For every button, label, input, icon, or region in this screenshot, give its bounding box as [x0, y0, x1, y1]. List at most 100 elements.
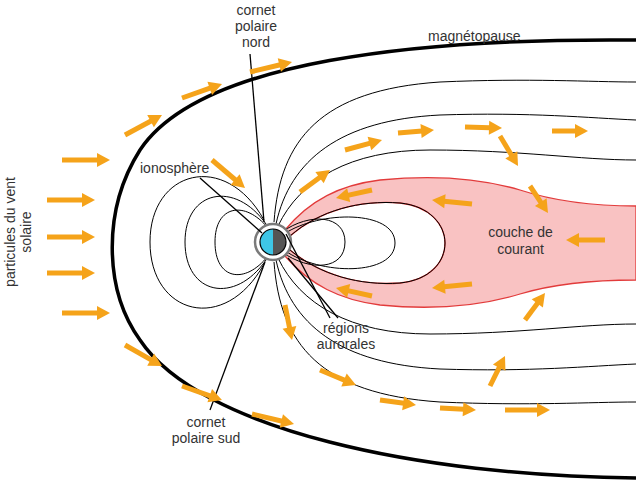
flow-arrow — [398, 124, 434, 138]
earth-outline — [260, 229, 286, 255]
arrow-head — [280, 414, 294, 428]
arrow-head — [432, 280, 446, 294]
arrow-head — [489, 121, 502, 135]
flow-arrow — [432, 280, 472, 294]
arrow-head — [207, 389, 222, 402]
field-line — [276, 114, 636, 224]
arrow-head — [147, 115, 162, 127]
flow-arrow — [47, 230, 95, 244]
particle-arrows — [47, 58, 605, 428]
field-lines — [150, 80, 636, 404]
flow-arrow — [465, 121, 502, 135]
arrow-head — [575, 124, 588, 138]
arrow-head — [97, 306, 110, 320]
flow-arrow — [47, 266, 95, 280]
flow-arrow — [182, 386, 222, 402]
flow-arrow — [125, 115, 162, 135]
arrow-head — [283, 326, 297, 340]
leader-line — [288, 258, 338, 318]
arrow-head — [432, 194, 446, 208]
arrow-head — [368, 137, 382, 151]
leader-lines — [200, 54, 338, 410]
flow-arrow — [552, 124, 588, 138]
arrow-shaft — [380, 400, 404, 403]
arrow-head — [82, 193, 95, 207]
arrow-shaft — [47, 198, 83, 203]
arrow-shaft — [398, 131, 422, 133]
arrow-head — [278, 58, 292, 72]
aurora-label: régions aurorales — [304, 320, 388, 352]
flow-arrow — [432, 194, 472, 208]
field-line — [274, 80, 636, 222]
ionosphere-ring — [255, 224, 291, 260]
arrow-shaft — [252, 414, 282, 421]
leader-line — [250, 54, 264, 222]
arrow-head — [336, 188, 350, 202]
arrow-shaft — [182, 386, 211, 396]
arrow-head — [420, 124, 434, 138]
flow-arrow — [47, 193, 95, 207]
flow-arrow — [566, 233, 605, 247]
flow-arrow — [125, 345, 162, 366]
flow-arrow — [252, 414, 294, 428]
field-line — [150, 177, 264, 309]
flow-arrow — [212, 160, 245, 188]
arrow-shaft — [300, 177, 320, 192]
flow-arrow — [380, 396, 416, 410]
flow-arrow — [525, 293, 545, 320]
arrow-shaft — [320, 370, 345, 380]
flow-arrow — [300, 170, 330, 192]
flow-arrow — [182, 82, 222, 98]
arrow-shaft — [125, 121, 151, 135]
band-shape — [285, 178, 636, 307]
flow-arrow — [320, 370, 356, 386]
arrow-head — [535, 198, 548, 213]
arrow-head — [537, 403, 550, 417]
arrow-head — [402, 396, 416, 410]
leader-line — [286, 234, 330, 318]
flow-arrow — [345, 137, 382, 151]
field-line — [290, 202, 445, 283]
band-label: couche de courant — [478, 224, 563, 258]
arrow-shaft — [505, 408, 538, 413]
arrow-shaft — [552, 129, 576, 134]
arrow-head — [315, 170, 330, 183]
arrow-shaft — [250, 65, 280, 72]
flow-arrow — [505, 403, 550, 417]
field-line — [278, 150, 636, 226]
layer-label: ionosphère — [140, 160, 230, 176]
magnetopause-boundary — [112, 40, 636, 478]
arrow-shaft — [285, 305, 290, 328]
flow-arrow — [500, 136, 518, 166]
arrow-shaft — [444, 284, 472, 287]
field-line — [276, 260, 636, 370]
arrow-shaft — [500, 136, 512, 156]
flow-arrow — [62, 306, 110, 320]
arrow-head — [493, 356, 506, 371]
arrow-head — [82, 230, 95, 244]
arrow-head — [341, 374, 356, 387]
arrow-head — [207, 82, 222, 95]
arrow-shaft — [525, 303, 538, 320]
arrow-shaft — [47, 271, 83, 276]
arrow-shaft — [440, 408, 464, 409]
arrow-shaft — [345, 143, 370, 150]
wind-label: particules du vent solaire — [2, 172, 34, 292]
arrow-shaft — [465, 125, 490, 131]
flow-arrow — [336, 188, 372, 202]
arrow-shaft — [578, 238, 605, 243]
leader-line — [210, 262, 265, 410]
arrow-shaft — [62, 311, 98, 316]
arrow-shaft — [125, 345, 152, 360]
field-line — [274, 262, 636, 404]
flow-arrow — [440, 402, 476, 416]
arrow-head — [231, 174, 245, 188]
earth-symbol — [255, 224, 291, 260]
night-side — [273, 229, 286, 255]
arrow-head — [505, 151, 518, 166]
flow-arrow — [250, 58, 292, 72]
arrow-head — [463, 402, 476, 416]
arrow-shaft — [444, 201, 472, 204]
